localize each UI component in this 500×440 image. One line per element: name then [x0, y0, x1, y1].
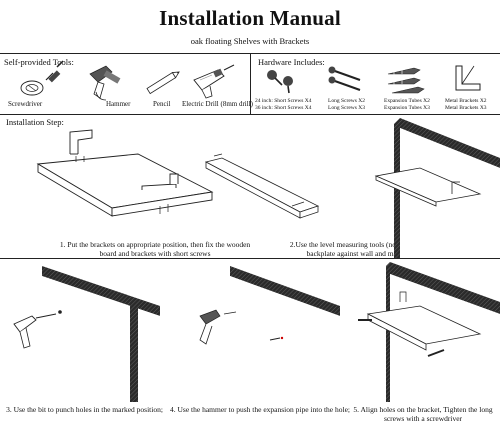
hardware-label-long-screws: Long Screws X2 Long Screws X3 — [328, 98, 365, 111]
divider-steps — [0, 258, 500, 259]
step3-illustration — [13, 266, 160, 402]
step1-text: 1. Put the brackets on appropriate posit… — [59, 240, 251, 258]
electric-drill-icon — [193, 64, 235, 99]
tool-label-pencil: Pencil — [153, 100, 171, 108]
step4-text: 4. Use the hammer to push the expansion … — [170, 405, 350, 414]
divider-tools — [0, 114, 500, 115]
long-screws-icon — [328, 66, 361, 91]
hardware-heading: Hardware Includes: — [258, 57, 325, 67]
tool-label-electric-drill: Electric Drill (8mm drill) — [182, 100, 253, 108]
hardware-label-metal-brackets: Metal Brackets X2 Metal Brackets X3 — [445, 98, 487, 111]
step2-text: 2.Use the level measuring tools (not inc… — [289, 240, 481, 258]
hardware-label-short-screws: 24 inch: Short Screws X4 36 inch: Short … — [255, 98, 312, 111]
installation-heading: Installation Step: — [6, 117, 64, 127]
step2-wall-illustration — [374, 118, 500, 258]
divider-vertical — [250, 53, 251, 114]
tool-label-hammer: Hammer — [106, 100, 131, 108]
step4-illustration — [199, 266, 340, 402]
tool-label-screwdriver: Screwdriver — [8, 100, 43, 108]
metal-brackets-icon — [455, 65, 481, 91]
page-title: Installation Manual — [159, 6, 341, 30]
step5-illustration — [358, 262, 500, 402]
step3-text: 3. Use the bit to punch holes in the mar… — [6, 405, 163, 414]
page-subtitle: oak floating Shelves with Brackets — [190, 36, 310, 46]
step5-text: 5. Align holes on the bracket, Tighten t… — [353, 405, 493, 423]
pencil-icon — [146, 71, 180, 95]
hardware-label-expansion-tubes: Expansion Tubes X2 Expansion Tubes X3 — [384, 98, 430, 111]
screwdriver-icon — [20, 60, 64, 96]
tools-heading: Self-provided Tools: — [4, 57, 74, 67]
step1-illustration — [36, 129, 214, 217]
hammer-icon — [89, 65, 121, 101]
step2-illustration — [204, 153, 320, 219]
short-screws-icon — [267, 70, 293, 94]
expansion-tubes-icon — [387, 67, 425, 94]
